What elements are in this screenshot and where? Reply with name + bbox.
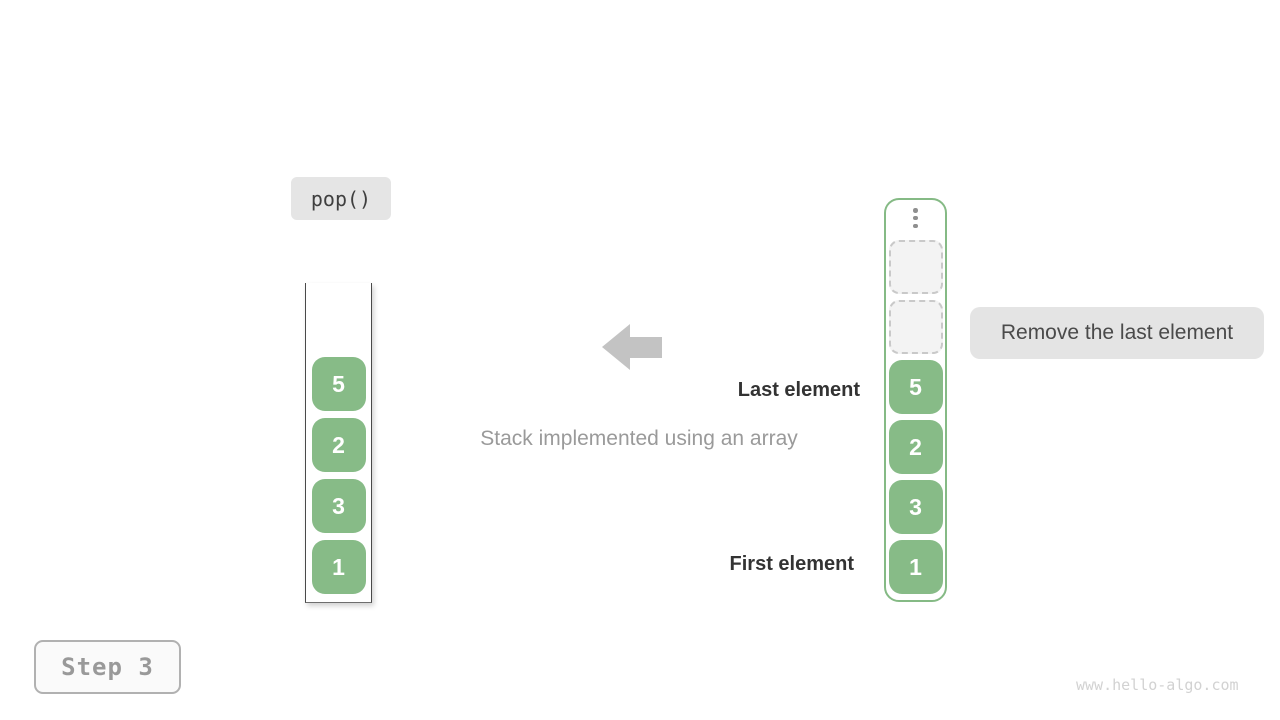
remove-last-element-label: Remove the last element (970, 307, 1264, 359)
empty-array-slot (888, 300, 943, 354)
array-cell: 1 (888, 540, 943, 594)
left-arrow-icon (602, 324, 662, 370)
array-container: 5 2 3 1 (884, 198, 947, 602)
empty-array-slot (888, 240, 943, 294)
watermark: www.hello-algo.com (1076, 676, 1239, 694)
stack-cell: 5 (311, 357, 366, 411)
step-badge: Step 3 (34, 640, 181, 694)
stack-cell: 1 (311, 540, 366, 594)
pop-operation-label: pop() (291, 177, 391, 220)
array-cell: 3 (888, 480, 943, 534)
first-element-label: First element (729, 553, 854, 575)
array-cell: 2 (888, 420, 943, 474)
last-element-label: Last element (737, 379, 860, 401)
stack-container: 5 2 3 1 (305, 283, 372, 603)
stack-cell: 2 (311, 418, 366, 472)
diagram-caption: Stack implemented using an array (480, 427, 798, 450)
stack-cell: 3 (311, 479, 366, 533)
vertical-ellipsis-icon (913, 208, 918, 228)
array-cell: 5 (888, 360, 943, 414)
